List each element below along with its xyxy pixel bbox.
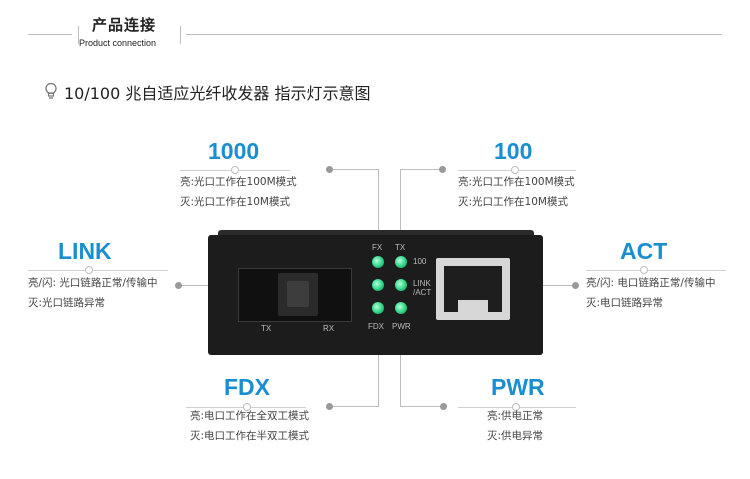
led-label-act: /ACT: [413, 288, 432, 297]
label-act-on: 亮/闪: 电口链路正常/传输中: [586, 277, 716, 289]
label-1000-title: 1000: [208, 138, 260, 164]
diagram-title: 10/100 兆自适应光纤收发器 指示灯示意图: [64, 84, 371, 103]
led-pwr: [395, 302, 407, 314]
label-100-off: 灭:光口工作在10M模式: [458, 196, 568, 208]
header-line-left: [28, 34, 72, 35]
device-top-edge: [218, 230, 534, 238]
label-1000-on: 亮:光口工作在100M模式: [180, 176, 297, 188]
label-pwr-title: PWR: [491, 374, 545, 400]
port-tx-label: TX: [261, 324, 272, 333]
connector-fdx: [330, 406, 379, 407]
label-underline-mark: [511, 166, 519, 174]
label-underline: [28, 270, 168, 271]
rj45-port-latch: [458, 300, 488, 312]
label-underline-mark: [243, 403, 251, 411]
label-link-title: LINK: [58, 238, 112, 264]
led-label-fx: FX: [372, 243, 383, 252]
label-underline: [586, 270, 726, 271]
led-100: [395, 256, 407, 268]
label-fdx-on: 亮:电口工作在全双工模式: [190, 410, 310, 422]
label-pwr-off: 灭:供电异常: [487, 430, 544, 442]
label-pwr-on: 亮:供电正常: [487, 410, 544, 422]
connector-dot: [175, 282, 182, 289]
connector-fdx: [378, 318, 379, 406]
connector-dot: [326, 403, 333, 410]
label-fdx-off: 灭:电口工作在半双工模式: [190, 430, 310, 442]
label-act-off: 灭:电口链路异常: [586, 297, 664, 309]
sc-connector-core: [287, 281, 309, 307]
label-100-on: 亮:光口工作在100M模式: [458, 176, 575, 188]
label-fdx-title: FDX: [224, 374, 270, 400]
label-underline-mark: [231, 166, 239, 174]
label-100-title: 100: [494, 138, 533, 164]
label-underline-mark: [640, 266, 648, 274]
led-link: [372, 279, 384, 291]
led-label-fdx: FDX: [368, 322, 384, 331]
led-act: [395, 279, 407, 291]
connector-pwr: [400, 406, 444, 407]
header-divider: [180, 26, 181, 44]
led-1000: [372, 256, 384, 268]
led-label-100: 100: [413, 257, 427, 266]
section-subtitle: Product connection: [79, 38, 157, 48]
label-underline-mark: [85, 266, 93, 274]
header-divider: [78, 26, 79, 44]
connector-1000: [330, 169, 378, 170]
section-title: 产品连接: [92, 16, 157, 34]
label-underline-mark: [512, 403, 520, 411]
label-link-on: 亮/闪: 光口链路正常/传输中: [28, 277, 158, 289]
connector-pwr: [400, 318, 401, 406]
led-fdx: [372, 302, 384, 314]
led-label-link: LINK: [413, 279, 431, 288]
connector-dot: [440, 403, 447, 410]
header-line-right: [186, 34, 722, 35]
connector-dot: [572, 282, 579, 289]
led-label-tx: TX: [395, 243, 406, 252]
label-act-title: ACT: [620, 238, 668, 264]
lightbulb-icon: [45, 82, 57, 99]
connector-1000: [378, 169, 379, 242]
connector-dot: [439, 166, 446, 173]
led-label-pwr: PWR: [392, 322, 411, 331]
label-link-off: 灭:光口链路异常: [28, 297, 106, 309]
connector-dot: [326, 166, 333, 173]
connector-100: [400, 169, 401, 242]
connector-100: [400, 169, 442, 170]
label-1000-off: 灭:光口工作在10M模式: [180, 196, 290, 208]
port-rx-label: RX: [323, 324, 335, 333]
